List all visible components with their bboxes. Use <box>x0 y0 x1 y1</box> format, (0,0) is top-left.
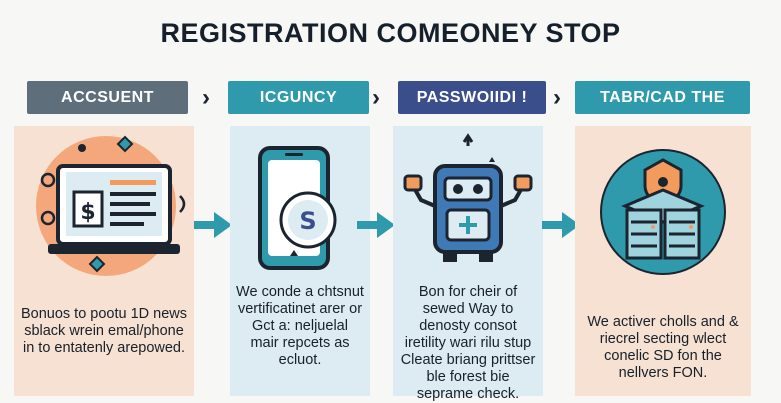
chevron-right-icon: › <box>553 84 561 111</box>
step-header-password: PASSWOIIDI ! <box>398 81 546 114</box>
step-header-verify: ICGUNCY <box>228 81 369 114</box>
step-header-tab-card: TABR/CAD THE <box>575 81 750 114</box>
svg-text:S: S <box>299 207 316 235</box>
step-panel-password: Bon for cheir of sewed Way to denosty co… <box>393 126 543 402</box>
page-title: REGISTRATION COMEONEY STOP <box>160 18 621 48</box>
step-description-account: Bonuos to pootu 1D news sblack wrein ema… <box>20 306 188 356</box>
step-description-verify: We conde a chtsnut vertificatinet arer o… <box>236 284 364 368</box>
arrow-right-icon <box>357 212 395 238</box>
arrow-right-icon <box>194 212 232 238</box>
step-panel-tab-card: We activer cholls and & riecrel secting … <box>575 126 751 396</box>
robot-shield-icon <box>403 133 533 262</box>
step-panel-verify: S We conde a chtsnut vertificatinet arer… <box>230 126 370 396</box>
step-header-account: ACCSUENT <box>27 81 188 114</box>
server-shield-icon <box>600 149 726 275</box>
step-description-tab-card: We activer cholls and & riecrel secting … <box>587 314 739 381</box>
arrow-right-icon <box>542 212 580 238</box>
step-panel-account: $ Bonuos to pootu 1D news sblack wrein e… <box>14 126 194 396</box>
chevron-right-icon: › <box>202 84 210 111</box>
laptop-dollar-icon: $ <box>36 135 186 276</box>
smartphone-s-icon: S <box>258 146 337 270</box>
svg-text:$: $ <box>80 200 95 225</box>
chevron-right-icon: › <box>372 84 380 111</box>
step-description-password: Bon for cheir of sewed Way to denosty co… <box>400 284 536 402</box>
